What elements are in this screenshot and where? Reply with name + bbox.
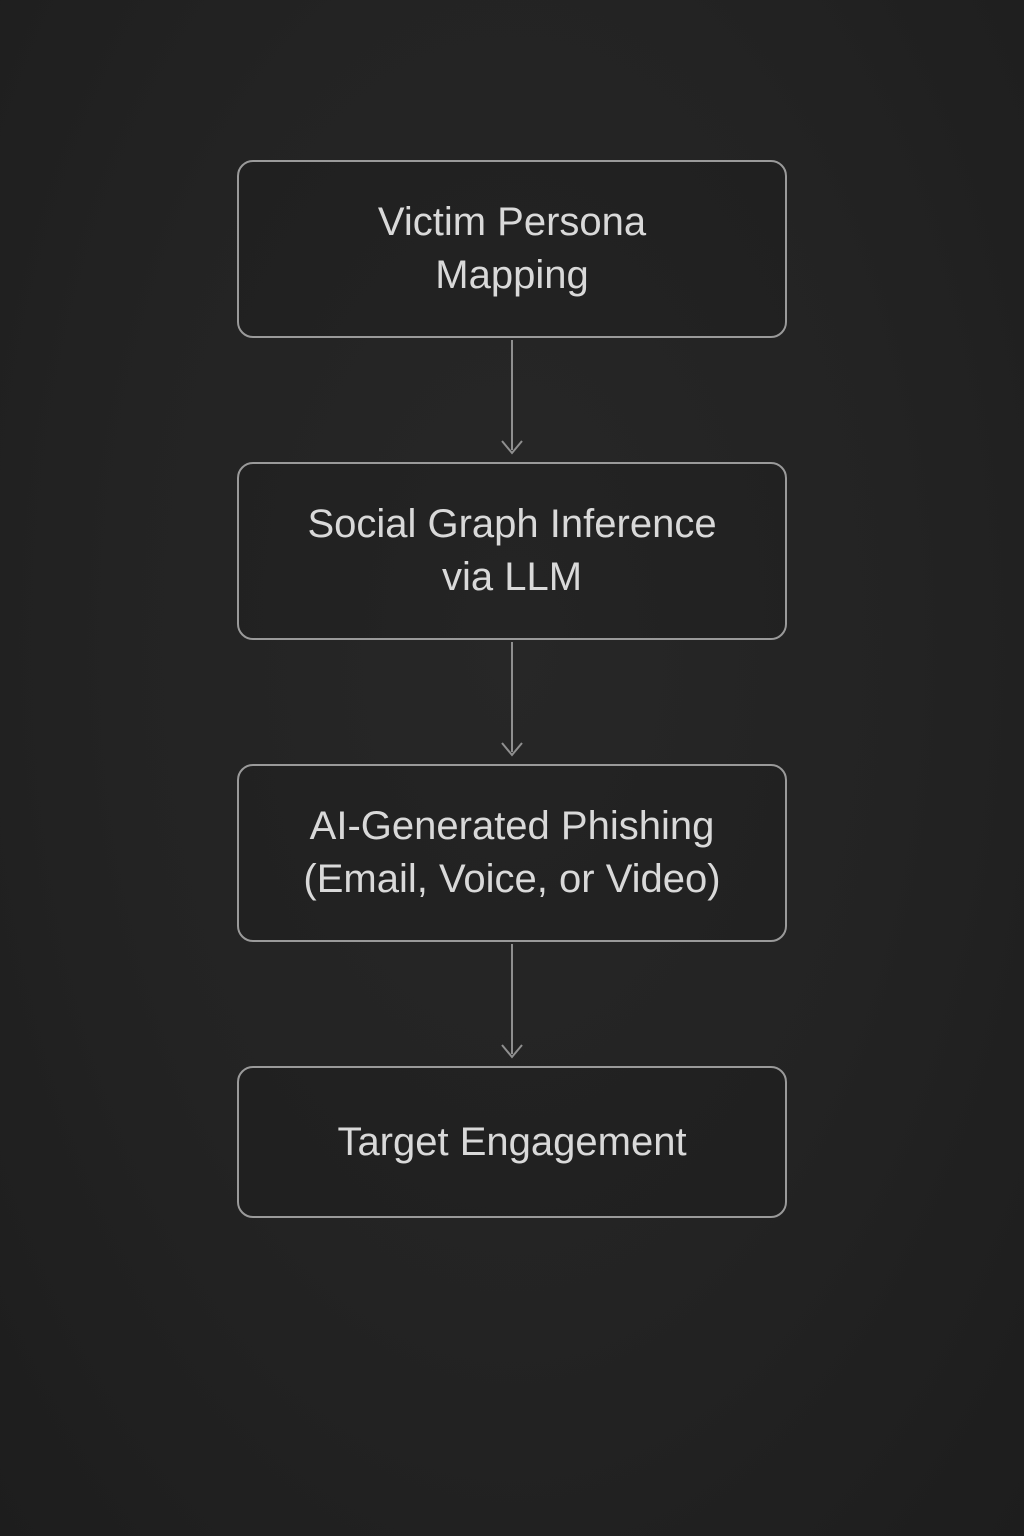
node-label-line: Victim Persona bbox=[377, 200, 647, 245]
node-label-line: Social Graph Inference bbox=[307, 502, 717, 547]
flowchart: Victim Persona Mapping Social Graph Infe… bbox=[0, 160, 1024, 1218]
flow-node-1: Victim Persona Mapping bbox=[237, 160, 787, 338]
flow-node-4: Target Engagement bbox=[237, 1066, 787, 1218]
node-label-line: (Email, Voice, or Video) bbox=[303, 857, 721, 901]
node-label-line: Mapping bbox=[435, 253, 589, 297]
node-label-line: Target Engagement bbox=[337, 1119, 687, 1164]
flow-node-3: AI-Generated Phishing (Email, Voice, or … bbox=[237, 764, 787, 942]
node-label-line: via LLM bbox=[441, 555, 583, 599]
arrow-down-icon bbox=[501, 944, 523, 1059]
arrow-down-icon bbox=[501, 340, 523, 455]
flow-node-2: Social Graph Inference via LLM bbox=[237, 462, 787, 640]
arrow-down-icon bbox=[501, 642, 523, 757]
node-label-line: AI-Generated Phishing bbox=[309, 804, 715, 849]
